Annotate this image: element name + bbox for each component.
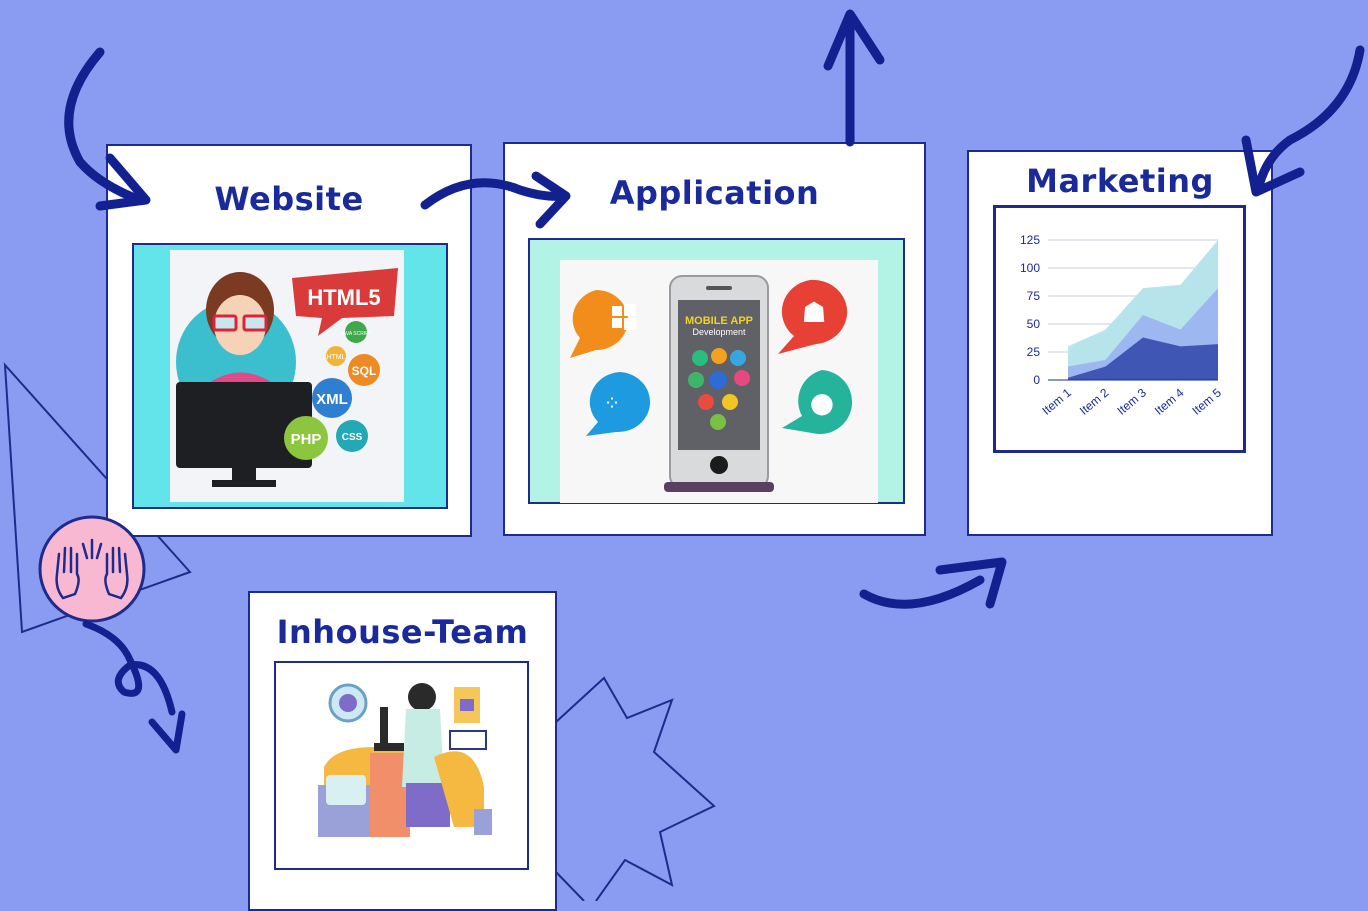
x-tick-label: Item 4: [1152, 385, 1187, 417]
y-tick-label: 125: [1020, 233, 1040, 247]
mobile-app-label: MOBILE APP: [685, 315, 753, 327]
y-tick-label: 100: [1020, 261, 1040, 275]
inhouse-image-frame: [274, 661, 529, 870]
area-series-3: [1068, 337, 1218, 380]
y-tick-label: 50: [1027, 317, 1041, 331]
css-label: CSS: [342, 432, 363, 443]
javascript-label: JAVA SCRIPT: [340, 331, 371, 337]
website-image-frame: HTML5 JAVA SCRIPT HTML SQL XML PHP CSS: [132, 243, 448, 509]
x-tick-label: Item 5: [1189, 385, 1224, 417]
x-tick-label: Item 1: [1039, 385, 1074, 417]
mobile-app-illustration: MOBILE APP Development ☗ ⁘ ●: [560, 260, 878, 503]
lab-scientist-illustration: [318, 683, 492, 837]
x-tick-label: Item 2: [1077, 385, 1112, 417]
svg-text:⁘: ⁘: [604, 391, 621, 415]
application-image-frame: MOBILE APP Development ☗ ⁘ ●: [528, 238, 905, 504]
starburst-outline: [555, 676, 716, 901]
website-card: Website HTML5 JAVA SCRIPT H: [106, 144, 472, 537]
y-tick-label: 75: [1027, 289, 1041, 303]
html5-label: HTML5: [307, 285, 380, 310]
web-developer-illustration: HTML5 JAVA SCRIPT HTML SQL XML PHP CSS: [170, 250, 404, 502]
inhouse-team-card: Inhouse-Team: [248, 591, 557, 911]
sql-label: SQL: [352, 364, 377, 378]
x-tick-label: Item 3: [1114, 385, 1149, 417]
html-label: HTML: [326, 354, 345, 361]
y-tick-label: 0: [1033, 373, 1040, 387]
y-tick-label: 25: [1027, 345, 1041, 359]
hands-badge: [37, 514, 147, 624]
application-card: Application MOBILE APP Development: [503, 142, 926, 536]
php-label: PHP: [291, 431, 322, 448]
marketing-title: Marketing: [1026, 162, 1214, 200]
website-title: Website: [214, 180, 364, 218]
inhouse-team-title: Inhouse-Team: [276, 613, 529, 651]
application-title: Application: [609, 174, 820, 212]
development-label: Development: [692, 327, 746, 337]
svg-text:☗: ☗: [801, 296, 826, 329]
xml-label: XML: [316, 391, 348, 408]
raised-hands-icon: [55, 538, 129, 600]
starburst-outline-lower: [555, 871, 585, 901]
svg-text:●: ●: [810, 386, 834, 419]
